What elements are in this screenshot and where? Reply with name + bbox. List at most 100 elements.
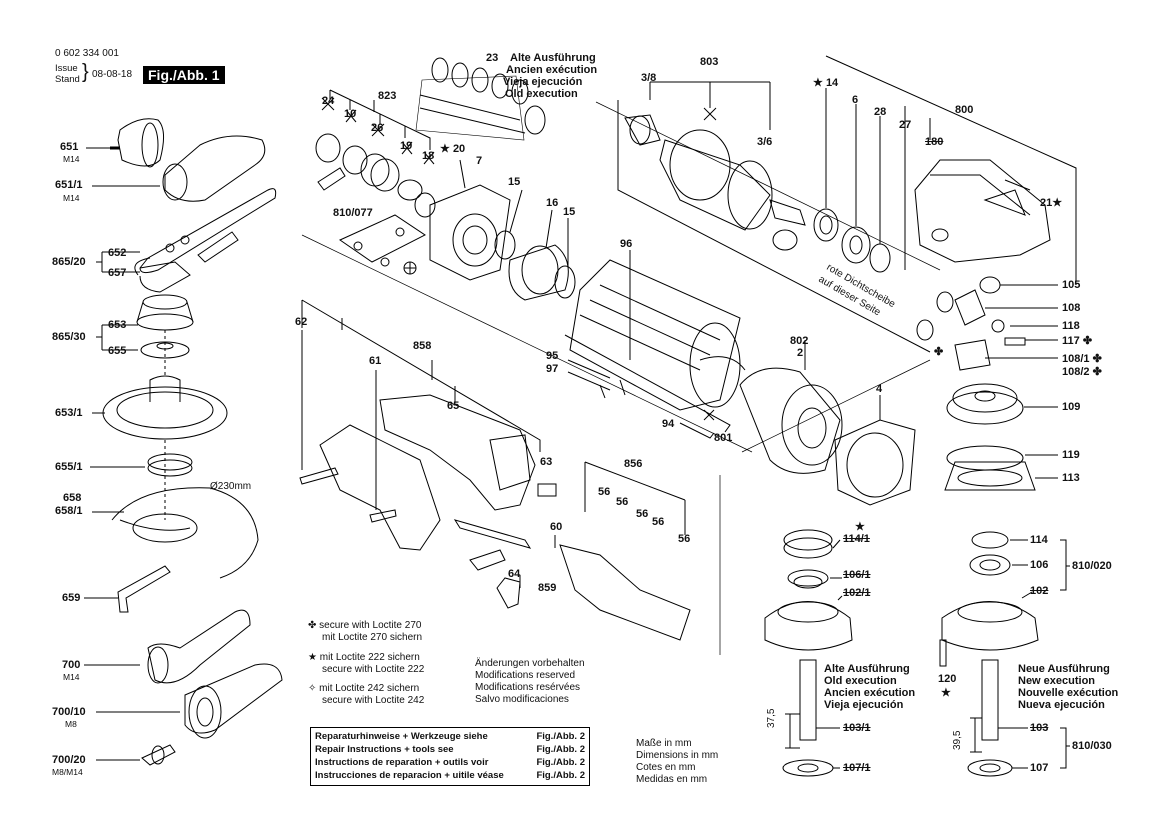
legend-loctite242-en: secure with Loctite 242 <box>322 695 425 706</box>
label-23: 23 <box>486 52 499 64</box>
label-21-number: 21 <box>1040 197 1053 209</box>
label-113: 113 <box>1062 472 1080 484</box>
bracket-800-lines <box>617 55 1077 353</box>
clover-icon: ✤ <box>934 346 944 358</box>
dimensions-es: Medidas en mm <box>636 774 708 785</box>
label-27: 27 <box>899 119 912 131</box>
hexkey-659-shape <box>117 565 171 613</box>
handle-651-1-shape <box>162 135 266 202</box>
wrench-shape <box>134 188 277 293</box>
label-16: 16 <box>546 197 559 209</box>
legend-loctite222-de: mit Loctite 222 sichern <box>319 652 420 663</box>
legend-loctite222-en: secure with Loctite 222 <box>322 664 425 675</box>
bracket-858-lines <box>301 299 541 510</box>
label-108: 108 <box>1062 302 1081 314</box>
old-version-top-en: Old execution <box>505 88 578 100</box>
repair-row: Instrucciones de reparacion + uitile véa… <box>315 770 585 782</box>
clover-icon: ✤ <box>1092 366 1102 378</box>
old-version-top-de: Alte Ausführung <box>510 52 596 64</box>
old-spindle-shapes <box>764 529 853 777</box>
changes-de: Änderungen vorbehalten <box>475 658 585 669</box>
handle-housing-shape <box>299 394 536 551</box>
label-118: 118 <box>1062 320 1080 332</box>
bevel-gear-shapes <box>916 276 1058 371</box>
dimensions-fr: Cotes en mm <box>636 762 696 773</box>
repair-row: Reparaturhinweise + Werkzeuge siehe Fig.… <box>315 731 585 743</box>
label-107: 107 <box>1030 762 1049 774</box>
label-653: 653 <box>108 319 127 331</box>
legend-loctite242: ✧ mit Loctite 242 sichern secure with Lo… <box>308 683 424 707</box>
label-856: 856 <box>624 458 643 470</box>
star-icon: ★ <box>1052 197 1063 209</box>
label-865-30: 865/30 <box>52 331 86 343</box>
label-103: 103 <box>1030 722 1049 734</box>
label-108-2: 108/2 ✤ <box>1062 365 1102 378</box>
label-700-thread: M14 <box>63 672 80 682</box>
screws-95-97-shapes <box>567 359 626 399</box>
issue-brace: } <box>82 61 89 83</box>
legend-loctite222: ★ mit Loctite 222 sichern secure with Lo… <box>308 652 424 676</box>
switch-parts-shapes <box>453 461 691 641</box>
old-version-bottom-es: Vieja ejecución <box>824 699 904 711</box>
label-658: 658 <box>63 492 82 504</box>
label-94: 94 <box>662 418 675 430</box>
label-7: 7 <box>476 155 483 167</box>
label-108-1: 108/1 ✤ <box>1062 352 1102 365</box>
dimensions-en: Dimensions in mm <box>636 750 719 761</box>
handle-700-10-shape <box>184 663 283 739</box>
label-651-thread: M14 <box>63 154 80 164</box>
label-658-1: 658/1 <box>55 505 83 517</box>
label-103-1: 103/1 <box>843 722 871 734</box>
guard-diameter: Ø230mm <box>210 481 252 492</box>
label-x-24: 24 <box>322 95 335 107</box>
label-28: 28 <box>874 106 887 118</box>
rings-15-16-shapes <box>494 189 576 301</box>
dimensions-note: Maße in mm Dimensions in mm Cotes en mm … <box>636 738 718 786</box>
old-version-bottom-fr: Ancien exécution <box>824 687 916 699</box>
x-mark-10 <box>345 109 357 123</box>
label-3-6: 3/6 <box>757 136 773 148</box>
label-x-56a: 56 <box>598 486 611 498</box>
label-810-030: 810/030 <box>1072 740 1112 752</box>
clover-icon: ✤ <box>308 620 317 631</box>
gear-109-shape <box>946 383 1058 425</box>
label-102: 102 <box>1030 585 1049 597</box>
end-plate-4-shape <box>834 395 916 506</box>
star-icon: ★ <box>440 143 450 155</box>
star-icon: ★ <box>813 77 823 89</box>
label-106-1: 106/1 <box>843 569 871 581</box>
motor-housing-96-shape <box>569 250 741 411</box>
star-marker-120: ★ <box>941 687 951 699</box>
repair-row-text: Reparaturhinweise + Werkzeuge siehe <box>315 731 488 742</box>
repair-row-text: Instrucciones de reparacion + uitile véa… <box>315 770 504 781</box>
label-657: 657 <box>108 267 127 279</box>
flange-653-shape <box>136 294 194 331</box>
label-4: 4 <box>876 383 883 395</box>
label-x-19: 19 <box>400 140 413 152</box>
label-63: 63 <box>540 456 553 468</box>
section-boundary-lines <box>301 101 941 655</box>
label-64: 64 <box>508 568 521 580</box>
label-x-56e: 56 <box>678 533 691 545</box>
guard-658-shape <box>111 440 259 579</box>
gear-housing-shape <box>914 159 1051 263</box>
new-version-bottom-es: Nueva ejecución <box>1018 699 1105 711</box>
x-mark-24 <box>321 97 335 111</box>
label-3-8: 3/8 <box>641 72 657 84</box>
sparkle-icon: ✧ <box>308 683 317 694</box>
label-865-20: 865/20 <box>52 256 86 268</box>
label-810-020: 810/020 <box>1072 560 1112 572</box>
legend-loctite270: ✤ secure with Loctite 270 mit Loctite 27… <box>308 620 422 644</box>
disc-653-1-shape <box>102 330 228 440</box>
new-version-bottom-fr: Nouvelle exécution <box>1018 687 1119 699</box>
brushholder-810-077-shape <box>338 214 426 275</box>
label-653-1: 653/1 <box>55 407 83 419</box>
label-21: 21★ <box>1040 196 1062 209</box>
label-114-1: 114/1 <box>843 533 870 545</box>
label-96: 96 <box>620 238 633 250</box>
legend-loctite270-en: secure with Loctite 270 <box>319 620 422 631</box>
stud-700-20-shape <box>141 744 176 766</box>
new-version-bottom-de: Neue Ausführung <box>1018 663 1110 675</box>
star-marker-114-1: ★ <box>855 521 865 533</box>
